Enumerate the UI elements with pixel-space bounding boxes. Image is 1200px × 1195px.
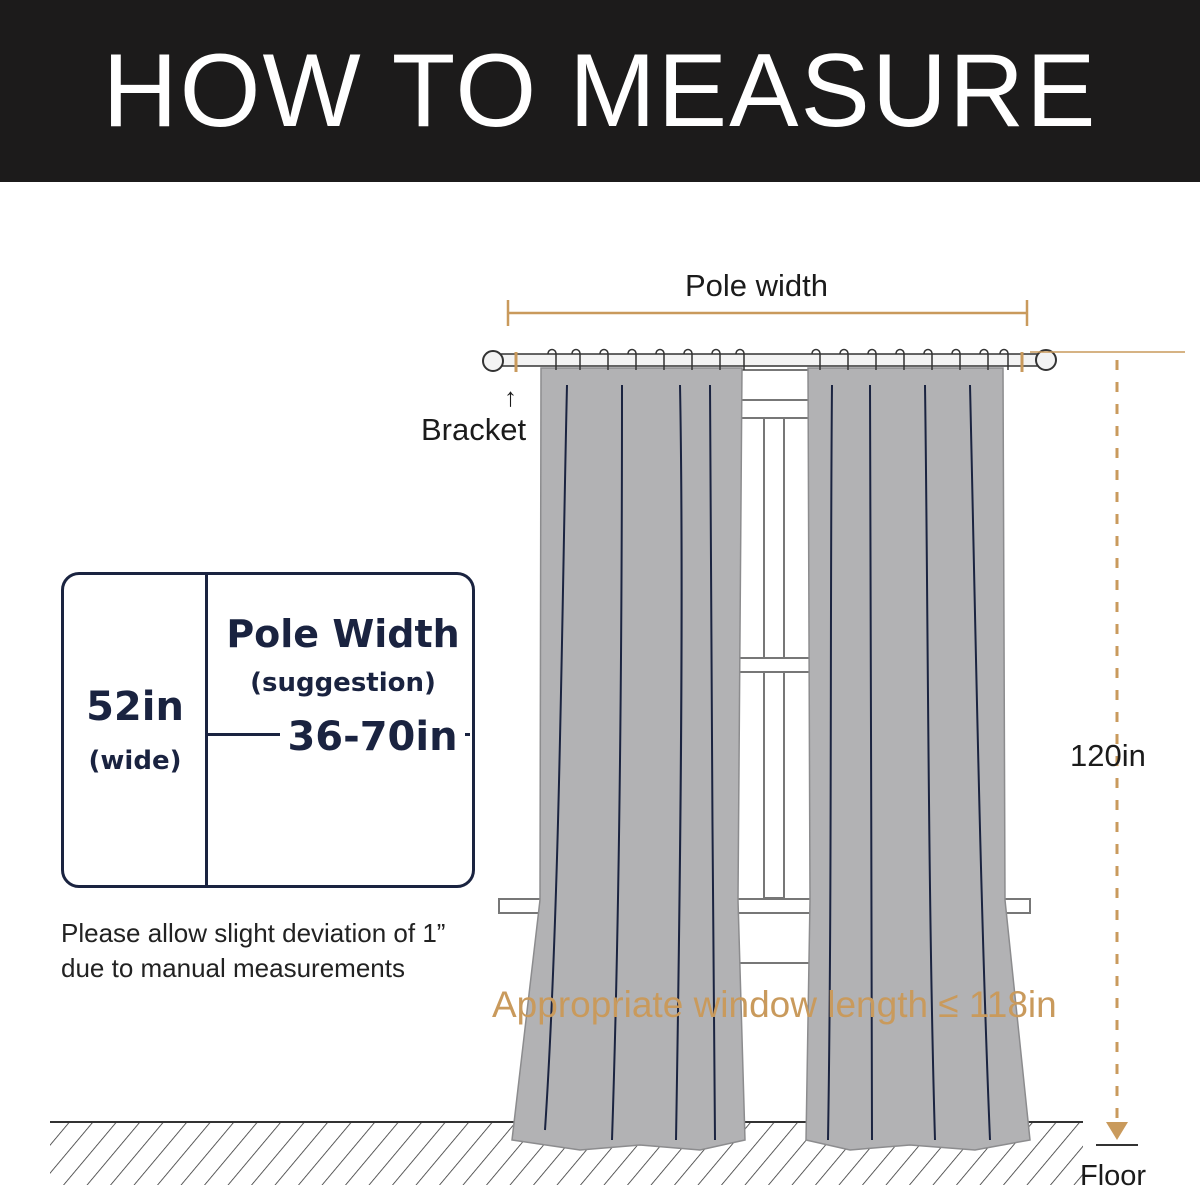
- pole-width-dimension: [506, 300, 1029, 326]
- window-length-label: Appropriate window length ≤ 118in: [492, 984, 1057, 1025]
- curtain-rod: [482, 348, 1057, 372]
- curtain-left: [511, 367, 746, 1151]
- spec-divider-vertical: [205, 575, 208, 887]
- pole-width-label: Pole width: [685, 268, 829, 303]
- spec-table: [61, 572, 475, 888]
- pole-width-title: Pole Width: [226, 612, 460, 656]
- height-dimension: [1030, 351, 1185, 1146]
- pole-width-subtitle: (suggestion): [250, 668, 436, 698]
- header-banner: HOW TO MEASURE: [0, 0, 1200, 182]
- deviation-note-line2: due to manual measurements: [61, 953, 405, 983]
- header-title: HOW TO MEASURE: [102, 32, 1098, 149]
- curtain-width-unit: (wide): [88, 746, 182, 776]
- curtain-width-value: 52in: [86, 684, 184, 730]
- height-label: 120in: [1070, 738, 1146, 773]
- bracket-label: Bracket: [421, 412, 527, 447]
- curtain-right: [805, 367, 1031, 1151]
- deviation-note-line1: Please allow slight deviation of 1”: [61, 918, 446, 948]
- floor-label: Floor: [1080, 1160, 1147, 1192]
- pole-width-range: 36-70in: [280, 714, 465, 760]
- bracket-arrow-icon: ↑: [504, 382, 517, 412]
